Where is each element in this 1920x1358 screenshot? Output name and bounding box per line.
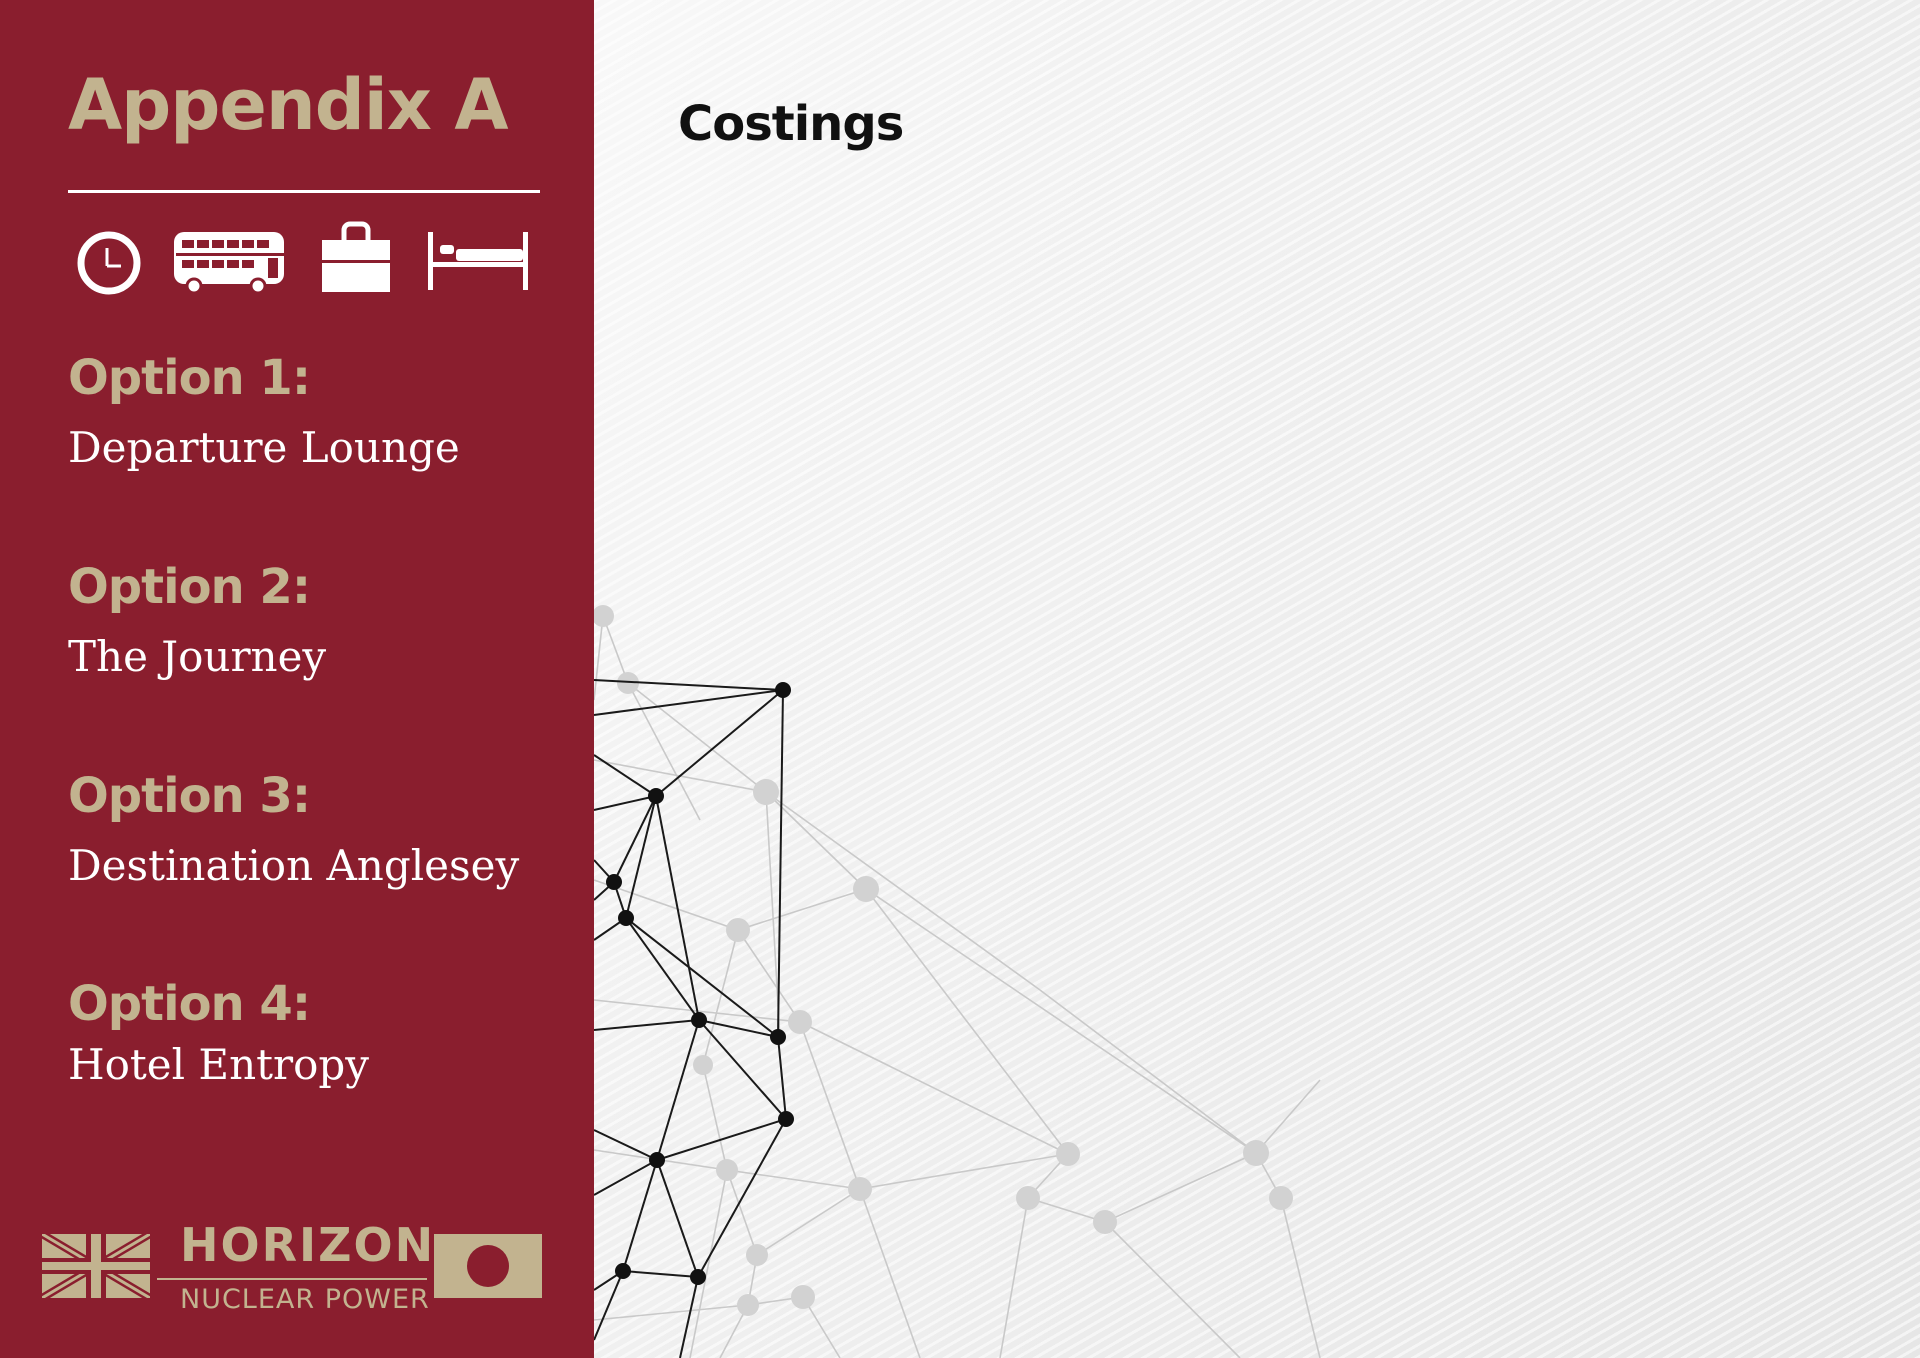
clock-icon [77,231,141,295]
option-4-text: Hotel Entropy [68,1040,369,1089]
option-3-text: Destination Anglesey [68,841,520,890]
brand-subtitle: NUCLEAR POWER [180,1284,430,1315]
option-1-heading: Option 1: [68,350,311,406]
bus-icon [174,232,284,294]
costings-heading: Costings [678,96,904,152]
option-4-heading: Option 4: [68,976,311,1032]
brand-divider [157,1278,427,1280]
appendix-title: Appendix A [68,64,508,146]
option-1-text: Departure Lounge [68,423,460,472]
brand-name: HORIZON [180,1218,436,1272]
briefcase-icon [322,221,390,292]
uk-flag-icon [42,1234,150,1298]
title-divider [68,190,540,193]
option-2-text: The Journey [68,632,327,681]
option-3-heading: Option 3: [68,768,311,824]
bed-icon [428,232,528,290]
option-2-heading: Option 2: [68,559,311,615]
sidebar: Appendix A [0,0,594,1358]
horizon-logo: HORIZON NUCLEAR POWER [42,1222,542,1322]
japan-flag-icon [434,1234,542,1298]
